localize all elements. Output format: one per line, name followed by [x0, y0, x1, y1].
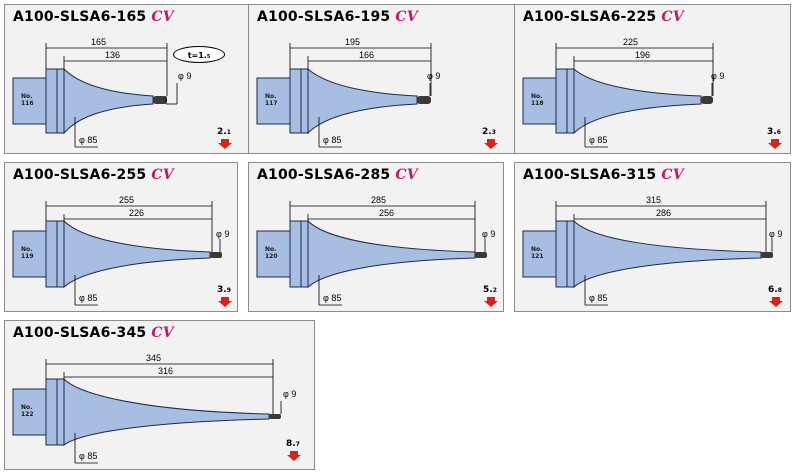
- model-number: No.117: [265, 93, 278, 107]
- tip-diameter-label: φ 9: [427, 71, 441, 81]
- flange-diameter-label: φ 85: [589, 135, 608, 145]
- tool-drawing: [256, 43, 432, 148]
- tool-drawing: [12, 43, 178, 148]
- tool-drawing: [522, 43, 714, 148]
- tip-diameter-label: φ 9: [216, 229, 230, 239]
- length-label: 256: [379, 208, 395, 218]
- tool-drawing: [522, 201, 773, 306]
- flange-diameter-label: φ 85: [79, 293, 98, 303]
- overall-length-label: 225: [623, 37, 639, 47]
- tip-diameter-label: φ 9: [178, 71, 192, 81]
- flange-diameter-label: φ 85: [323, 135, 342, 145]
- down-arrow-icon: [484, 139, 498, 149]
- thickness-callout: t=1.5: [173, 46, 225, 63]
- overall-length-label: 315: [646, 195, 662, 205]
- model-number: No.121: [531, 246, 544, 260]
- overall-length-label: 345: [146, 353, 162, 363]
- tip-diameter-label: φ 9: [283, 389, 297, 399]
- tool-drawing: [12, 201, 222, 306]
- model-number: No.119: [21, 246, 34, 260]
- weight-label: 2.1: [217, 127, 231, 137]
- model-number: No.122: [21, 404, 34, 418]
- weight-label: 3.6: [767, 127, 781, 137]
- down-arrow-icon: [484, 297, 498, 307]
- tool-drawing: [256, 201, 487, 306]
- length-label: 136: [105, 50, 121, 60]
- weight-label: 2.3: [482, 127, 496, 137]
- length-label: 286: [656, 208, 672, 218]
- weight-label: 6.8: [768, 285, 782, 295]
- flange-diameter-label: φ 85: [79, 135, 98, 145]
- weight-label: 8.7: [286, 439, 300, 449]
- length-label: 196: [635, 50, 651, 60]
- length-label: 226: [129, 208, 145, 218]
- down-arrow-icon: [218, 297, 232, 307]
- down-arrow-icon: [768, 139, 782, 149]
- model-number: No.116: [21, 93, 34, 107]
- flange-diameter-label: φ 85: [323, 293, 342, 303]
- down-arrow-icon: [769, 297, 783, 307]
- weight-label: 5.2: [483, 285, 497, 295]
- down-arrow-icon: [218, 139, 232, 149]
- weight-label: 3.9: [217, 285, 231, 295]
- overall-length-label: 255: [119, 195, 135, 205]
- tip-diameter-label: φ 9: [769, 229, 783, 239]
- model-number: No.118: [531, 93, 544, 107]
- flange-diameter-label: φ 85: [589, 293, 608, 303]
- overall-length-label: 165: [91, 37, 107, 47]
- overall-length-label: 285: [371, 195, 387, 205]
- tip-diameter-label: φ 9: [711, 71, 725, 81]
- overall-length-label: 195: [345, 37, 361, 47]
- tool-drawing: [12, 359, 282, 464]
- model-number: No.120: [265, 246, 278, 260]
- tip-diameter-label: φ 9: [482, 229, 496, 239]
- length-label: 316: [158, 366, 174, 376]
- down-arrow-icon: [287, 451, 301, 461]
- flange-diameter-label: φ 85: [79, 451, 98, 461]
- length-label: 166: [359, 50, 375, 60]
